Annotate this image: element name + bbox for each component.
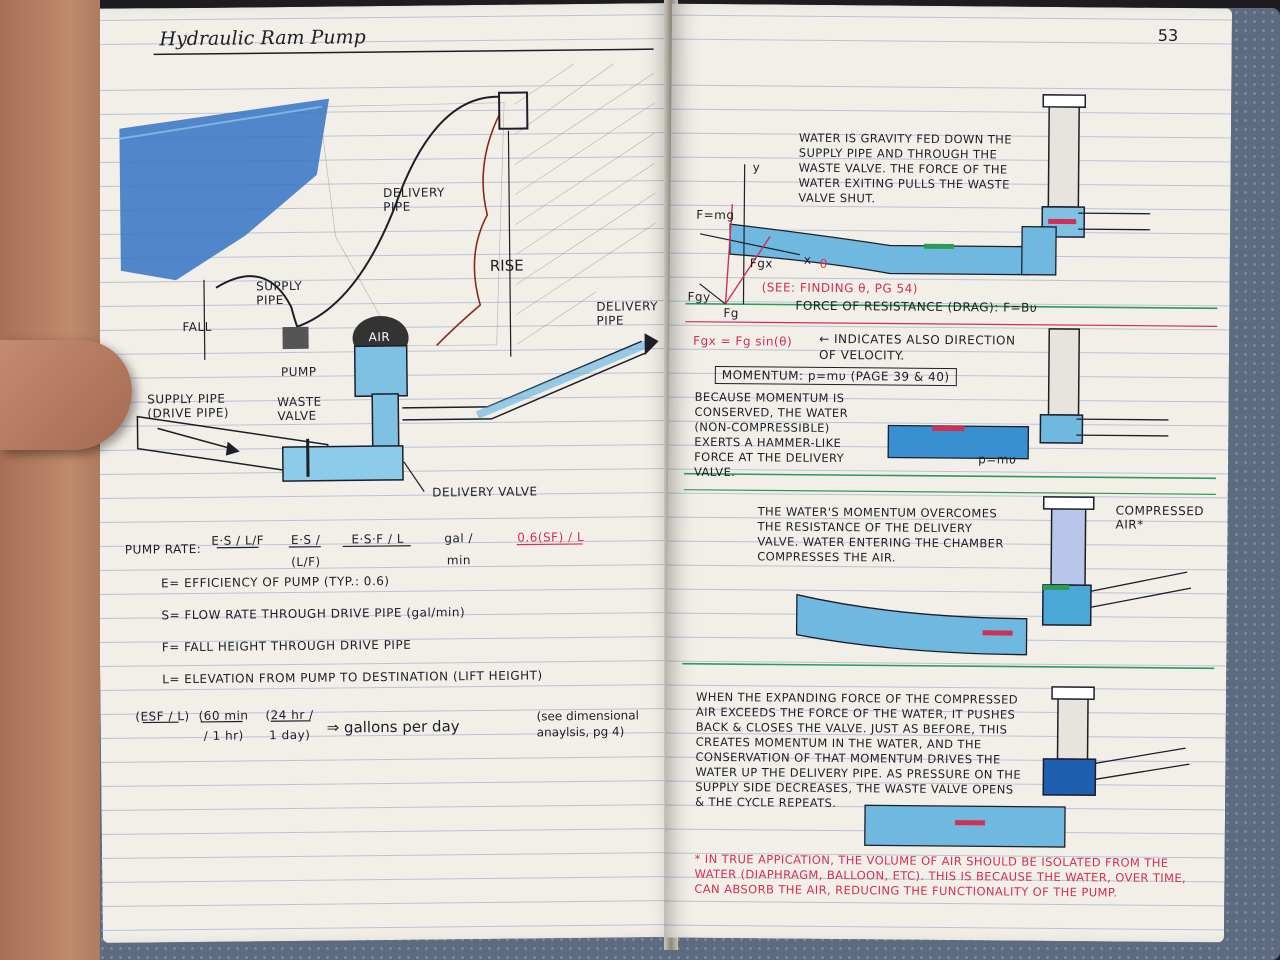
tank <box>498 91 529 130</box>
step3-text: THE WATER'S MOMENTUM OVERCOMES THE RESIS… <box>757 504 1004 565</box>
step2-text: BECAUSE MOMENTUM IS CONSERVED, THE WATER… <box>693 389 849 480</box>
delivery-pipe-curve <box>296 95 500 328</box>
conversion-term-3: (24 hr / 1 day) <box>265 707 314 743</box>
right-page: 53 <box>663 3 1233 943</box>
label-pump: PUMP <box>280 364 317 380</box>
drive-pipe <box>281 445 404 482</box>
label-supply-pipe: SUPPLY PIPE <box>255 278 303 308</box>
hill-hatching <box>513 63 656 345</box>
force-label-fgy: Fgy <box>687 289 711 304</box>
left-page: Hydraulic Ram Pump <box>93 3 679 943</box>
force-label-fg: Fg <box>723 306 739 321</box>
axis-label-x: x <box>803 252 812 267</box>
definition-e: E= EFFICIENCY OF PUMP (TYP.: 0.6) <box>161 573 390 591</box>
left-diagram <box>119 48 659 724</box>
label-supply-pipe-drive: SUPPLY PIPE (DRIVE PIPE) <box>147 391 230 421</box>
small-pump <box>282 326 309 350</box>
force-label-fgx: Fgx <box>749 256 774 271</box>
step1-text: WATER IS GRAVITY FED DOWN THE SUPPLY PIP… <box>798 130 1012 206</box>
formula-term-3: E·S·F / L <box>351 531 405 547</box>
conversion-term-1: (ESF / L) <box>135 709 190 724</box>
drag-label: FORCE OF RESISTANCE (DRAG): F=Bυ <box>795 298 1038 315</box>
pump-rate-label: PUMP RATE: <box>124 541 202 557</box>
formula-term-1: E·S / L/F <box>211 533 265 548</box>
conversion-result: ⇒ gallons per day <box>326 717 460 737</box>
label-delivery-pipe-right: DELIVERY PIPE <box>596 299 659 328</box>
label-waste-valve: WASTE VALVE <box>277 394 322 424</box>
see-finding-note: (SEE: FINDING θ, PG 54) <box>761 280 919 296</box>
force-label-fmg: F=mg <box>696 207 735 223</box>
axis-label-y: y <box>752 160 761 175</box>
formula-units: gal / min <box>444 531 474 568</box>
label-delivery-pipe-top: DELIVERY PIPE <box>382 185 445 215</box>
momentum-box: MOMENTUM: p=mυ (PAGE 39 & 40) <box>714 365 957 387</box>
right-diagrams <box>682 94 1218 848</box>
definition-f: F= FALL HEIGHT THROUGH DRIVE PIPE <box>161 637 412 655</box>
formula-term-4: 0.6(SF) / L <box>517 529 585 545</box>
fgx-equation: Fgx = Fg sin(θ) <box>693 333 793 349</box>
conversion-note: (see dimensional anaylsis, pg 4) <box>536 708 640 740</box>
label-air: AIR <box>368 329 391 345</box>
water-reservoir <box>119 98 330 281</box>
compressed-air-label: COMPRESSED AIR* <box>1115 503 1205 532</box>
step4-text: WHEN THE EXPANDING FORCE OF THE COMPRESS… <box>695 689 1022 811</box>
pmv-label: p=mυ <box>978 452 1017 467</box>
hand-left-edge <box>0 0 100 960</box>
label-delivery-valve: DELIVERY VALVE <box>432 484 538 500</box>
footnote-text: * IN TRUE APPICATION, THE VOLUME OF AIR … <box>694 851 1187 900</box>
label-rise: RISE <box>489 256 524 275</box>
angle-theta: θ <box>819 256 828 271</box>
fgx-note: ← INDICATES ALSO DIRECTION OF VELOCITY. <box>818 331 1016 363</box>
conversion-term-2: (60 min / 1 hr) <box>198 708 249 743</box>
thumb <box>0 340 132 450</box>
label-fall: FALL <box>182 319 212 335</box>
formula-term-2: E·S / (L/F) <box>290 532 321 569</box>
